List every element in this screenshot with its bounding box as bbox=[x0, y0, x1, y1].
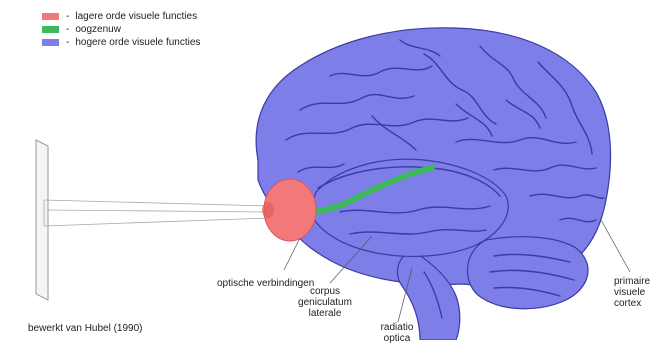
legend-item-higher: - hogere orde visuele functies bbox=[42, 36, 200, 49]
legend: - lagere orde visuele functies - oogzenu… bbox=[42, 10, 200, 49]
eye-lens bbox=[262, 202, 274, 218]
stimulus-screen bbox=[36, 140, 48, 300]
legend-swatch bbox=[42, 26, 59, 33]
label-radiatio: radiatio optica bbox=[372, 322, 422, 344]
credit-text: bewerkt van Hubel (1990) bbox=[28, 323, 143, 334]
label-lgn: corpus geniculatum laterale bbox=[290, 286, 360, 319]
legend-swatch bbox=[42, 13, 59, 20]
legend-label: lagere orde visuele functies bbox=[75, 11, 197, 22]
legend-item-lower: - lagere orde visuele functies bbox=[42, 10, 200, 23]
legend-swatch bbox=[42, 39, 59, 46]
cerebellum bbox=[467, 237, 588, 309]
legend-label: hogere orde visuele functies bbox=[75, 37, 200, 48]
legend-label: oogzenuw bbox=[75, 24, 121, 35]
light-rays bbox=[44, 200, 270, 226]
label-primary-cortex: primaire visuele cortex bbox=[614, 276, 650, 309]
legend-item-nerve: - oogzenuw bbox=[42, 23, 200, 36]
